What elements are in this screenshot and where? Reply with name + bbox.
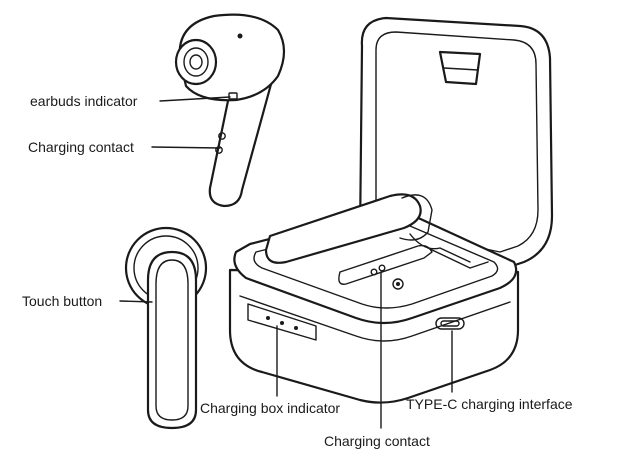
leader-lines (119, 96, 453, 429)
label-touch-button: Touch button (22, 293, 102, 309)
charging-case (228, 16, 554, 404)
earbud-charging-contact (218, 132, 226, 140)
type-c-port (435, 317, 465, 330)
label-charging-box-indicator: Charging box indicator (200, 400, 340, 416)
label-charging-contact-earbud: Charging contact (28, 139, 134, 155)
label-charging-contact-case: Charging contact (324, 433, 430, 449)
label-earbuds-indicator: earbuds indicator (30, 93, 138, 109)
earbud-side-view (174, 13, 286, 208)
earbud-front-view (124, 226, 208, 430)
label-type-c-interface: TYPE-C charging interface (406, 396, 573, 412)
